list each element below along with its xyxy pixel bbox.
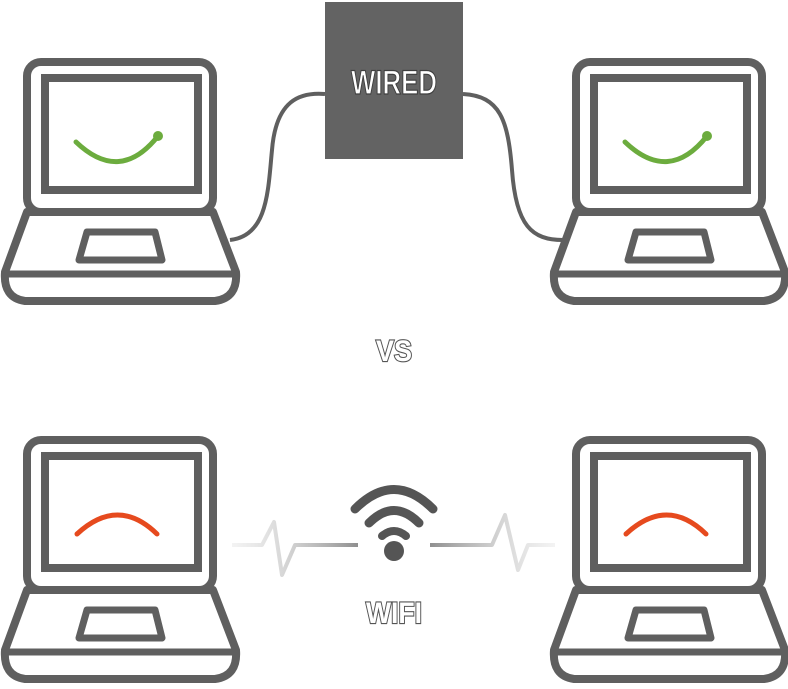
wired-cable-left — [229, 91, 326, 242]
network-switch-icon — [325, 2, 463, 159]
wifi-scenario: WIFI — [5, 440, 785, 679]
wired-label: WIRED — [351, 64, 437, 102]
wifi-icon — [350, 485, 438, 561]
laptop-icon — [5, 62, 236, 301]
vs-label: VS — [376, 335, 412, 368]
laptop-icon — [554, 62, 785, 301]
wired-cable-right — [462, 92, 564, 242]
frown-icon — [623, 512, 709, 537]
smile-icon — [622, 133, 710, 165]
wired-scenario: WIRED — [5, 2, 785, 301]
wifi-signal-right — [430, 513, 555, 572]
laptop-icon — [5, 440, 236, 679]
wifi-label: WIFI — [366, 597, 422, 630]
frown-icon — [74, 512, 160, 537]
laptop-icon — [554, 440, 785, 679]
smile-icon — [73, 133, 161, 165]
wifi-signal-left — [232, 520, 358, 577]
